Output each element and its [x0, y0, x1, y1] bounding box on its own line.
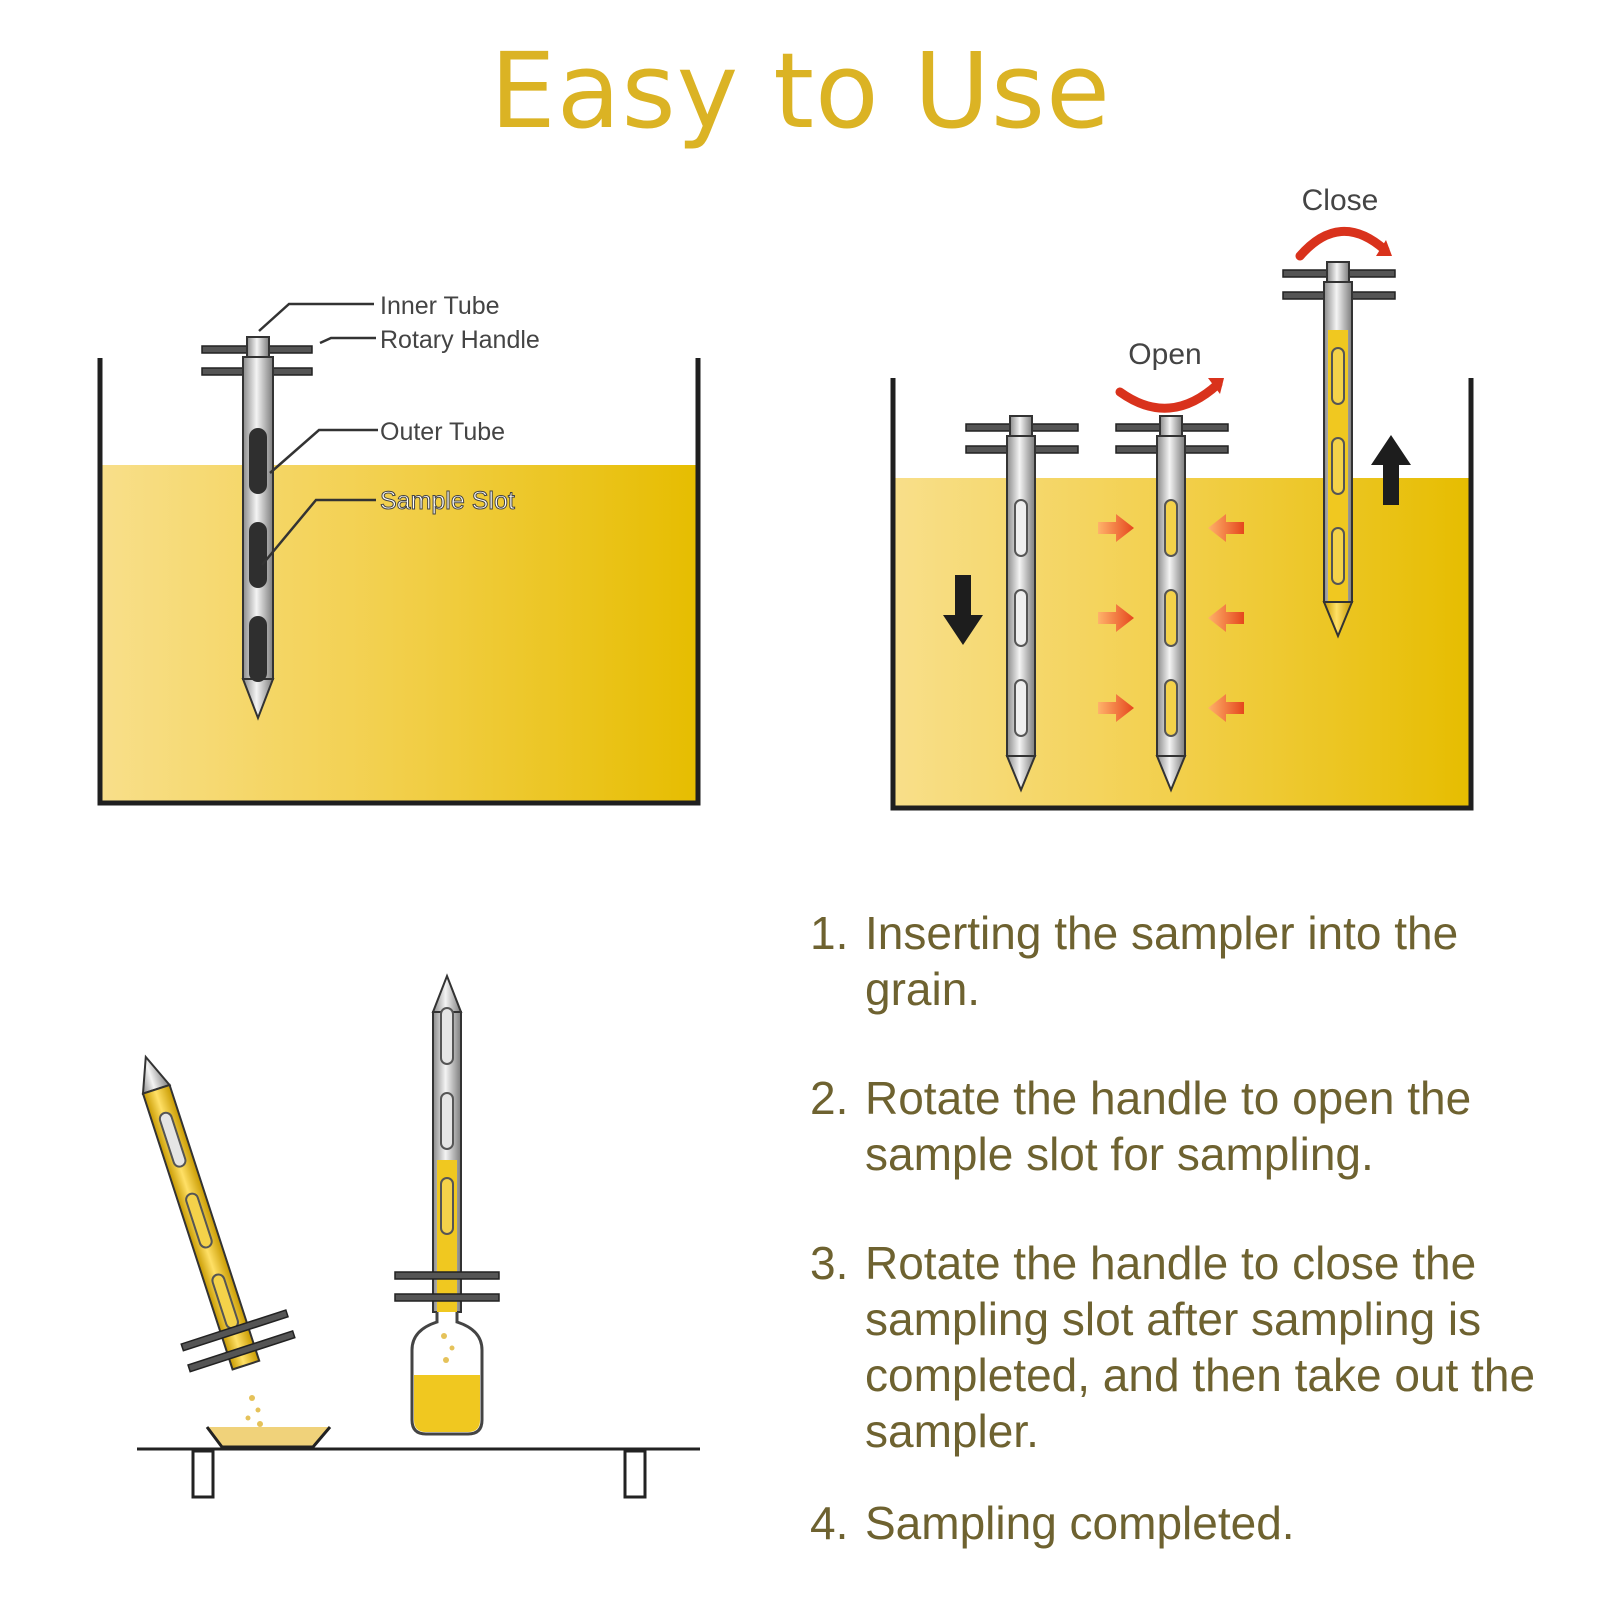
step-text: Inserting the sampler into the grain.: [865, 907, 1459, 1015]
rotate-close-arrow-head-icon: [1376, 240, 1392, 256]
step-number: 4.: [810, 1497, 849, 1549]
inflow-arrow-icon: [1098, 604, 1134, 632]
inflow-arrow-icon: [1208, 604, 1244, 632]
sampler-probe-close: [1282, 261, 1396, 639]
rotate-open-arrow-head-icon: [1208, 378, 1224, 394]
inflow-arrow-icon: [1208, 694, 1244, 722]
down-arrow-icon: [943, 575, 983, 645]
step-number: 3.: [810, 1237, 849, 1289]
page-title: Easy to Use: [490, 30, 1111, 152]
falling-grain: [245, 1395, 263, 1427]
label-open: Open: [1128, 338, 1201, 371]
sampler-probe-inserting: [965, 415, 1079, 793]
panel-1-diagram: Inner Tube Rotary Handle Outer Tube Samp…: [97, 292, 701, 806]
rotate-open-arrow-icon: [1115, 379, 1223, 413]
falling-grain: [441, 1333, 455, 1363]
step-text: Rotate the handle to close the sampling …: [865, 1237, 1536, 1457]
panel-3-diagram: [137, 973, 700, 1499]
sample-tray: [205, 1426, 332, 1449]
step-text: Rotate the handle to open the sample slo…: [865, 1072, 1472, 1180]
sampler-probe-tilted: [141, 1054, 296, 1373]
label-outer-tube: Outer Tube: [380, 418, 505, 446]
step-number: 2.: [810, 1072, 849, 1124]
bottle-sample-fill: [414, 1375, 480, 1432]
step-text: Sampling completed.: [865, 1497, 1295, 1549]
label-rotary-handle: Rotary Handle: [380, 326, 540, 354]
label-sample-slot: Sample Slot: [380, 487, 515, 515]
sampler-probe-upright: [394, 973, 500, 1313]
panel-2-diagram: Open Close: [890, 184, 1474, 811]
sampler-probe: [201, 336, 313, 721]
sampler-probe-open: [1115, 415, 1229, 793]
inflow-arrow-icon: [1208, 514, 1244, 542]
table-leg: [191, 1449, 215, 1499]
label-close: Close: [1302, 184, 1379, 217]
label-inner-tube: Inner Tube: [380, 292, 500, 320]
inflow-arrow-icon: [1098, 694, 1134, 722]
rotate-close-arrow-icon: [1295, 226, 1390, 261]
grain-inflow-arrows: [1098, 514, 1244, 722]
grain-fill: [100, 465, 698, 803]
leader-lines: [258, 302, 378, 566]
inflow-arrow-icon: [1098, 514, 1134, 542]
container: [97, 358, 701, 806]
up-arrow-icon: [1371, 435, 1411, 505]
container: [890, 378, 1474, 811]
table-leg: [623, 1449, 647, 1499]
step-number: 1.: [810, 907, 849, 959]
